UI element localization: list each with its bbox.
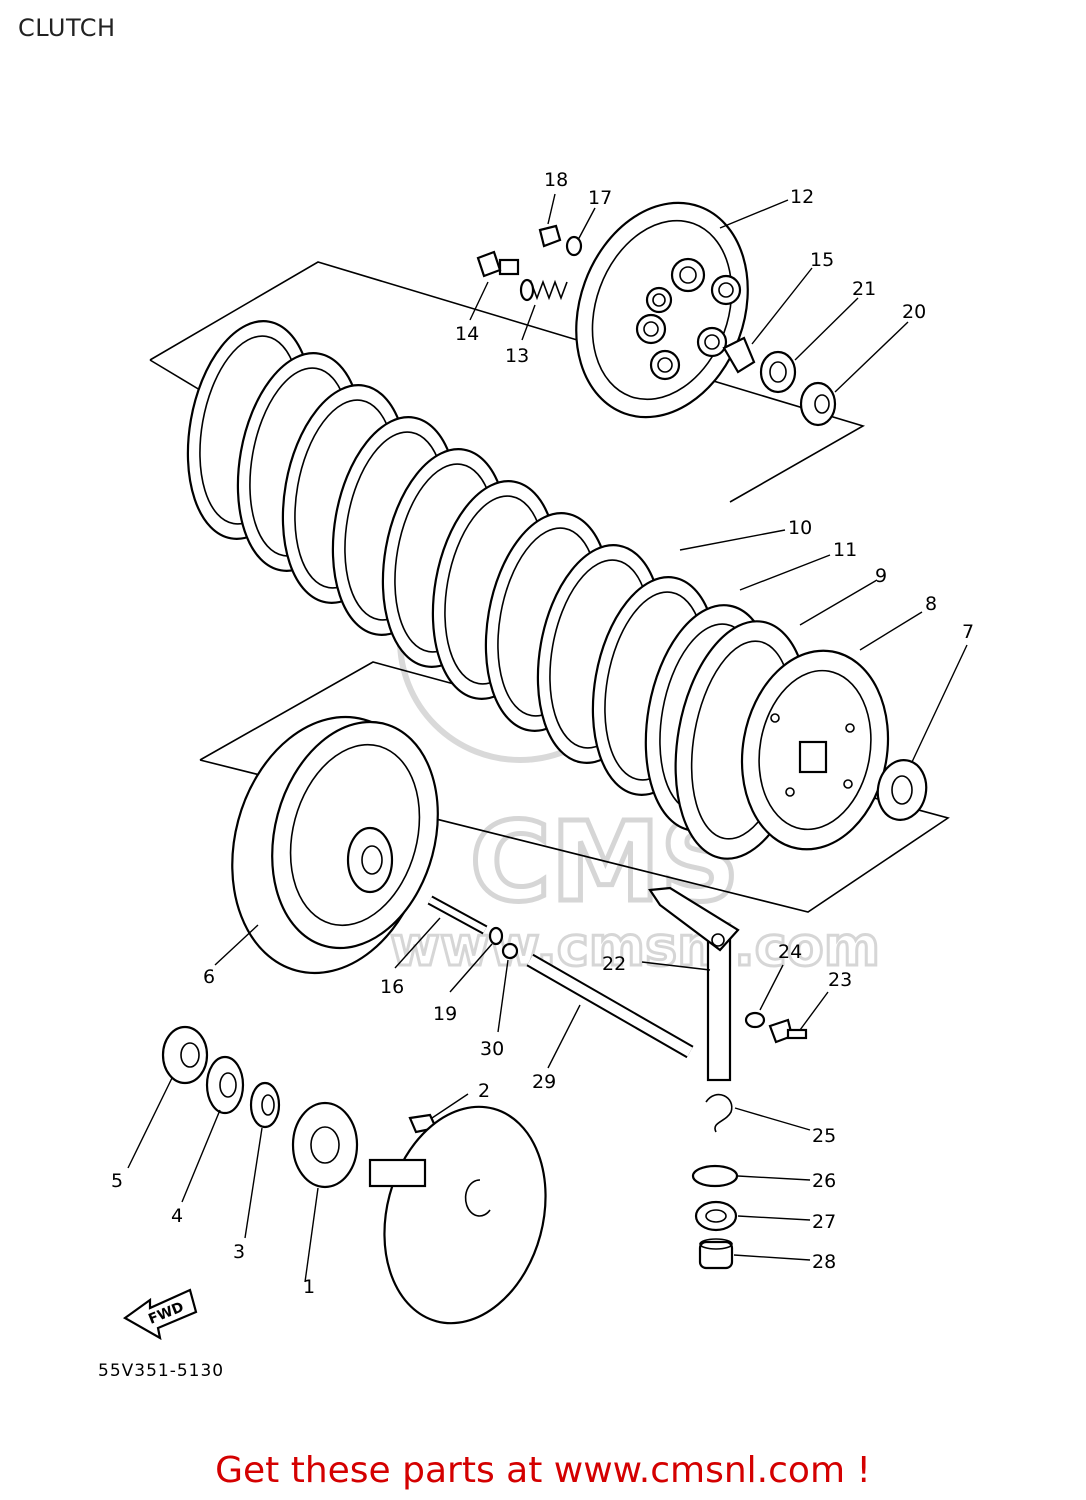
callout-11: 11 [833,539,857,561]
callout-29: 29 [532,1071,556,1093]
washer-4 [205,1055,245,1115]
spacer-5 [161,1025,209,1085]
washer-24 [744,1011,766,1029]
callout-30: 30 [480,1038,504,1060]
watermark-url-text: www.cmsnl.com [390,915,880,978]
lock-washer-7 [876,759,928,821]
footer-link[interactable]: Get these parts at www.cmsnl.com ! [215,1450,871,1491]
callout-10: 10 [788,517,812,539]
callout-1: 1 [303,1276,315,1298]
callout-20: 20 [902,301,926,323]
callout-labels: 1 2 3 4 5 6 7 8 9 10 11 12 13 14 15 16 1… [111,169,974,1298]
ball-30 [501,942,519,960]
callout-25: 25 [812,1125,836,1147]
callout-23: 23 [828,969,852,991]
crankshaft-flywheel [368,1105,547,1325]
callout-21: 21 [852,278,876,300]
nut-18 [538,224,562,248]
friction-plate-stack-10-11 [186,320,776,832]
bolt-14 [476,250,520,278]
callout-24: 24 [778,941,802,963]
diagram-code: 55V351-5130 [98,1361,224,1381]
clutch-exploded-diagram: CMS www.cmsnl.com [98,169,974,1381]
pressure-plate-12 [575,201,749,419]
callout-17: 17 [588,187,612,209]
bearing-21 [759,350,797,394]
primary-driven-gear-housing-6 [231,715,439,975]
callout-3: 3 [233,1241,245,1263]
callout-8: 8 [925,593,937,615]
callout-5: 5 [111,1170,123,1192]
callout-18: 18 [544,169,568,191]
primary-drive-gear-1 [291,1101,359,1189]
callout-6: 6 [203,966,215,988]
page-title: CLUTCH [18,14,116,42]
callout-19: 19 [433,1003,457,1025]
leader-lines [127,193,968,1283]
lock-plate-15 [722,336,756,374]
o-ring-19 [488,926,504,946]
callout-9: 9 [875,565,887,587]
callout-13: 13 [505,345,529,367]
callout-2: 2 [478,1080,490,1102]
washer-17 [565,235,583,257]
spring-25 [705,1093,733,1133]
callout-14: 14 [455,323,479,345]
circlip-3 [249,1081,281,1129]
push-rod-16 [427,895,488,935]
callout-7: 7 [962,621,974,643]
washer-20 [799,381,837,427]
callout-26: 26 [812,1170,836,1192]
bolt-23 [768,1018,808,1044]
callout-15: 15 [810,249,834,271]
callout-16: 16 [380,976,404,998]
push-lever-axle-22 [648,886,740,1082]
clutch-boss-8 [740,649,890,851]
fwd-arrow-icon: FWD [122,1288,198,1341]
callout-4: 4 [171,1205,183,1227]
clutch-spring-13 [519,278,568,302]
oil-seal-27 [694,1200,738,1232]
bearing-28 [698,1238,734,1270]
circlip-26 [691,1164,739,1188]
callout-12: 12 [790,186,814,208]
callout-22: 22 [602,953,626,975]
callout-27: 27 [812,1211,836,1233]
push-rod-29 [526,953,694,1059]
callout-28: 28 [812,1251,836,1273]
